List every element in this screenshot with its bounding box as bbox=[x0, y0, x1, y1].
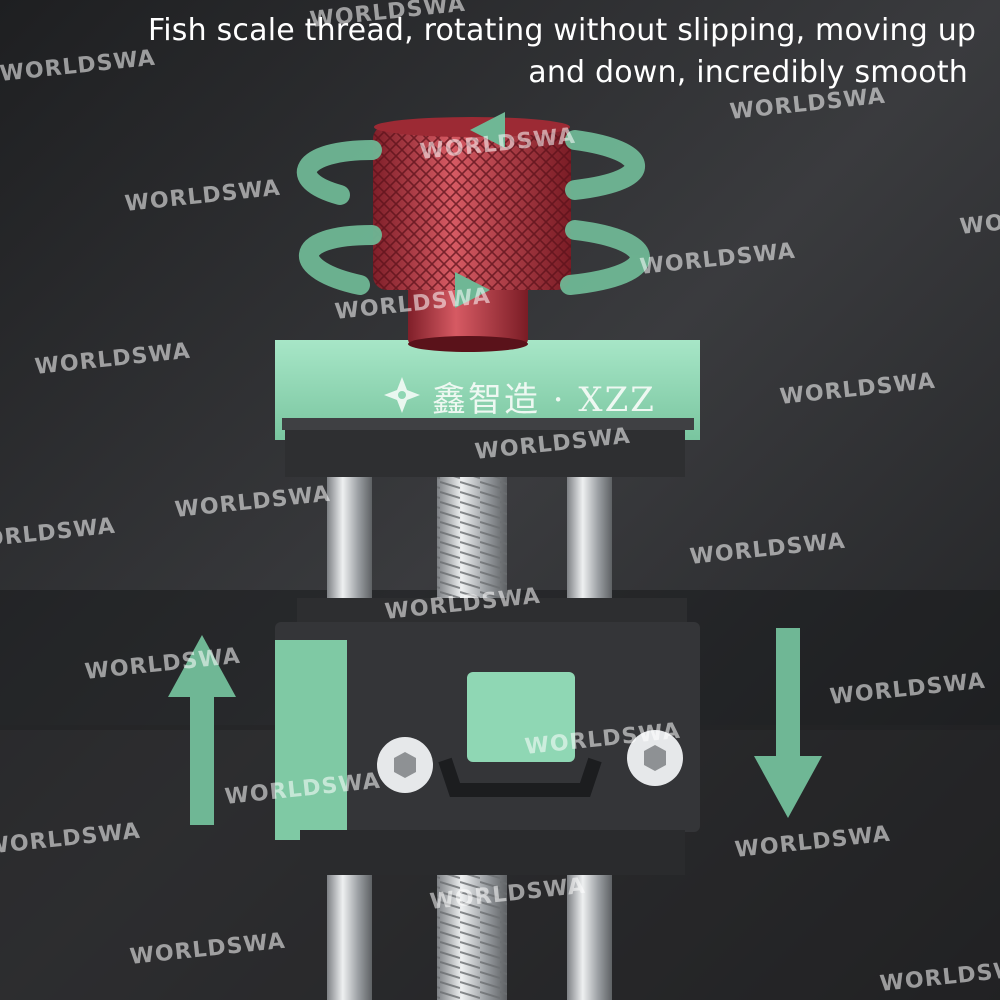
star-logo-icon bbox=[384, 377, 420, 413]
caption-line-1: Fish scale thread, rotating without slip… bbox=[148, 13, 977, 48]
rotation-arrow-icon bbox=[296, 130, 650, 295]
brand-mark: 鑫智造 · XZZ bbox=[432, 380, 656, 420]
center-mint-pad bbox=[467, 672, 575, 762]
hex-screw-icon bbox=[627, 730, 683, 786]
side-mint-plate bbox=[275, 640, 347, 840]
down-arrow-icon bbox=[754, 628, 822, 818]
caption-line-2: and down, incredibly smooth bbox=[528, 55, 968, 90]
hex-screw-icon bbox=[377, 737, 433, 793]
feature-caption: Fish scale thread, rotating without slip… bbox=[148, 10, 977, 94]
up-arrow-icon bbox=[168, 635, 236, 825]
